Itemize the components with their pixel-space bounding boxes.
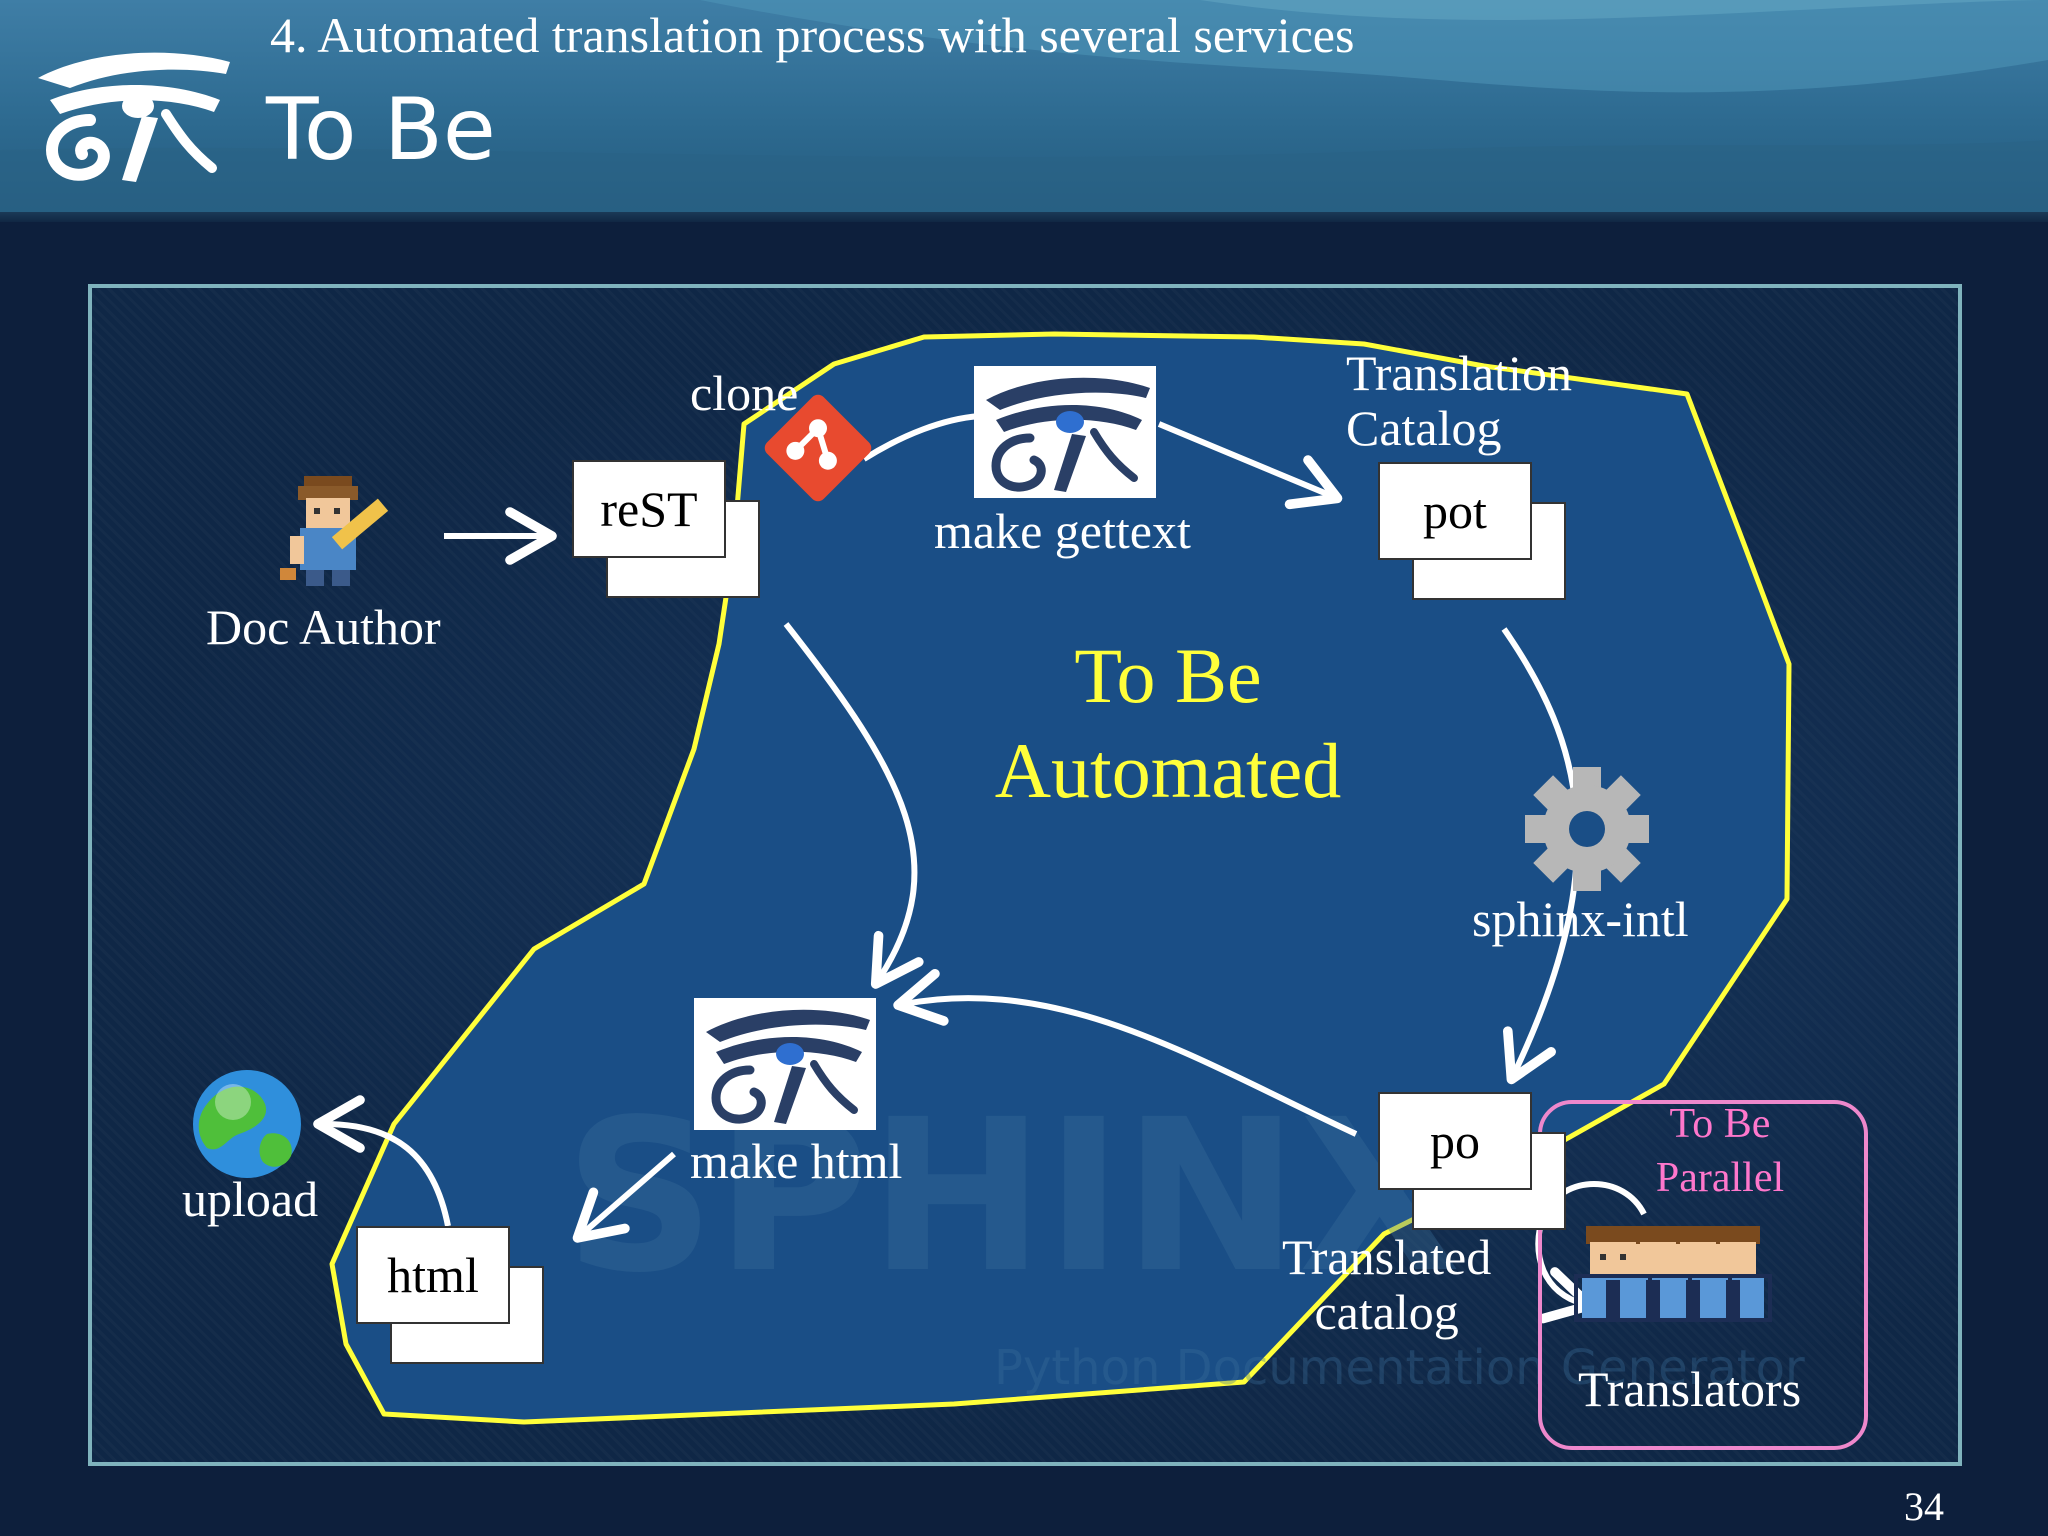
po-document-label: po bbox=[1378, 1092, 1532, 1190]
sphinx-eye-icon bbox=[986, 377, 1150, 492]
page-number: 34 bbox=[1904, 1484, 1944, 1529]
sphinx-eye-logo-icon bbox=[38, 52, 230, 182]
translators-pixel-icon bbox=[1574, 1226, 1772, 1322]
sphinx-intl-label: sphinx-intl bbox=[1472, 891, 1689, 947]
arrow-make-html-to-html bbox=[572, 1151, 676, 1243]
slide-header: 4. Automated translation process with se… bbox=[0, 0, 2048, 222]
sphinx-watermark-subtext: Python Documentation Generator bbox=[994, 1340, 1805, 1396]
clone-label: clone bbox=[690, 365, 799, 421]
arrow-rest-to-make-html bbox=[783, 622, 924, 989]
upload-label: upload bbox=[182, 1171, 319, 1227]
arrow-rest-to-gettext bbox=[862, 413, 980, 462]
make-html-sphinx-icon bbox=[694, 998, 876, 1130]
header-divider bbox=[0, 212, 2048, 222]
git-icon bbox=[764, 394, 872, 502]
arrow-gettext-to-pot bbox=[1157, 421, 1343, 510]
to-be-automated-label: To Be Automated bbox=[994, 632, 1342, 815]
html-document-label: html bbox=[356, 1226, 510, 1324]
arrow-html-to-upload bbox=[313, 1095, 451, 1227]
pot-document-label: pot bbox=[1378, 462, 1532, 560]
parallel-region-outline bbox=[1538, 1100, 1868, 1450]
make-html-label: make html bbox=[690, 1133, 903, 1189]
make-gettext-label: make gettext bbox=[934, 503, 1191, 559]
doc-author-pixel-icon bbox=[280, 476, 389, 586]
translated-catalog-label: Translated catalog bbox=[1282, 1229, 1492, 1340]
make-gettext-sphinx-icon bbox=[974, 366, 1156, 498]
rest-document-label: reST bbox=[572, 460, 726, 558]
sphinx-eye-icon bbox=[706, 1009, 870, 1124]
translation-catalog-label: Translation Catalog bbox=[1346, 345, 1572, 456]
slide-title: To Be bbox=[266, 80, 496, 180]
translators-label: Translators bbox=[1578, 1361, 1802, 1417]
doc-author-label: Doc Author bbox=[206, 599, 441, 655]
to-be-parallel-label: To Be Parallel bbox=[1655, 1101, 1785, 1201]
gear-icon bbox=[1525, 767, 1649, 891]
arrow-po-to-make-html bbox=[893, 968, 1358, 1137]
globe-icon bbox=[193, 1070, 301, 1178]
slide-subtitle: 4. Automated translation process with se… bbox=[270, 7, 1355, 63]
header-wave-decoration bbox=[0, 0, 2048, 222]
